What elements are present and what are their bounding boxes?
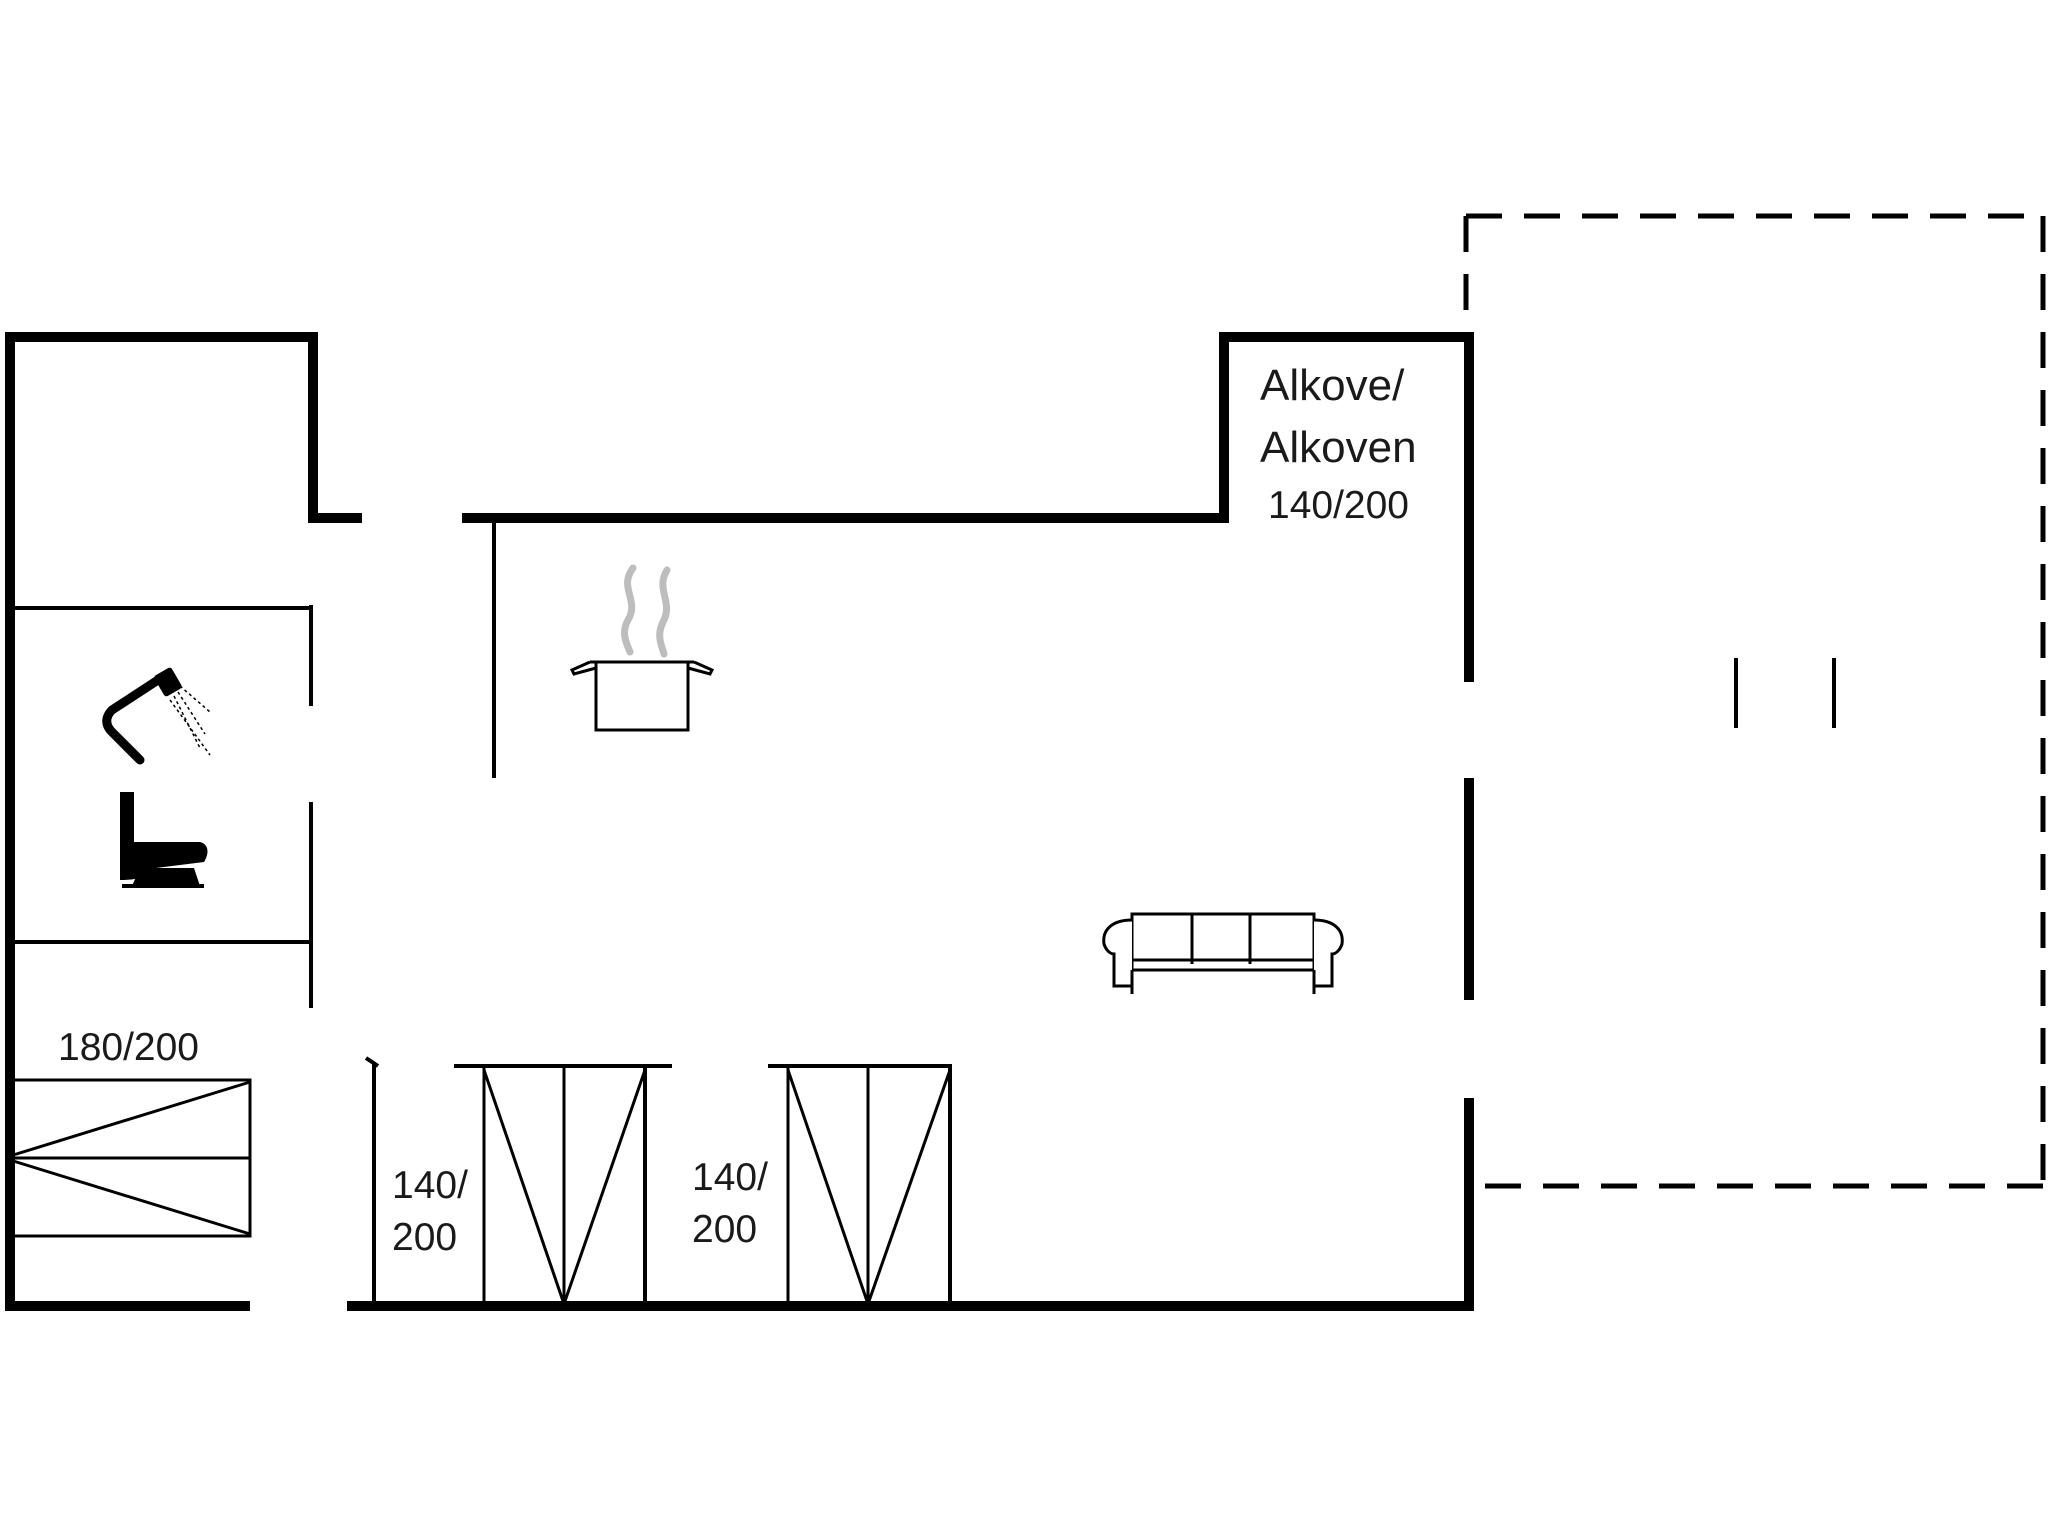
bedroom1-bed-size: 180/200 xyxy=(58,1026,199,1069)
bedroom2-bed-size-line1: 140/ xyxy=(392,1164,468,1207)
cooking-pot-icon xyxy=(569,564,715,732)
alcove-label-line1: Alkove/ xyxy=(1260,361,1405,410)
alcove-bed-size: 140/200 xyxy=(1268,484,1409,527)
toilet-icon xyxy=(120,792,208,888)
bedroom3-bed-size-line2: 200 xyxy=(692,1208,757,1251)
interior-walls xyxy=(10,518,952,1306)
bedroom3-bed-size-line1: 140/ xyxy=(692,1156,768,1199)
terrace-outline xyxy=(1463,213,2046,1189)
sofa-icon xyxy=(1102,912,1344,994)
alcove-label-line2: Alkoven xyxy=(1260,423,1417,472)
bed-140-right xyxy=(786,1066,952,1306)
bedroom2-bed-size-line2: 200 xyxy=(392,1216,457,1259)
bed-140-left xyxy=(482,1066,647,1306)
shower-icon xyxy=(102,667,211,765)
double-bed-180 xyxy=(8,1078,252,1238)
